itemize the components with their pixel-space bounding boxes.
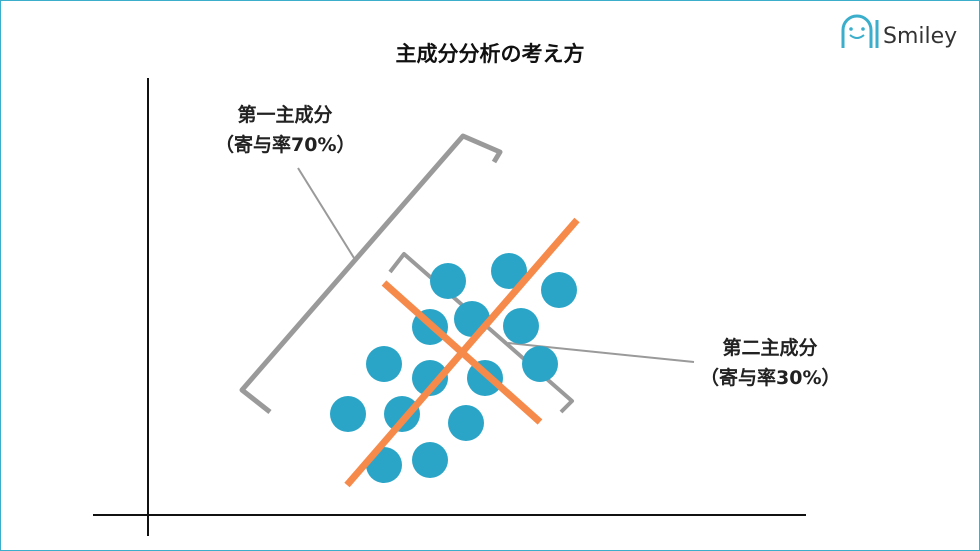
logo: Smiley [840,14,957,50]
pc1-ratio: （寄与率70%） [215,134,356,156]
data-point [330,396,366,432]
pc1-bracket [239,133,503,414]
data-point [522,346,558,382]
data-point [430,263,466,299]
data-point [366,346,402,382]
data-point [384,396,420,432]
logo-text: Smiley [883,24,958,49]
data-point [412,360,448,396]
pc1-leader-line [297,167,355,259]
data-point [503,308,539,344]
pc2-axis-line [381,280,543,425]
pc1-name: 第一主成分 [237,104,333,126]
data-point [491,253,527,289]
pc2-name: 第二主成分 [722,337,818,359]
smiley-logo-icon [841,14,879,48]
data-point [541,272,577,308]
page-title: 主成分分析の考え方 [395,42,585,66]
pc2-label: 第二主成分 （寄与率30%） [700,333,840,393]
data-point [412,442,448,478]
pc2-ratio: （寄与率30%） [700,367,841,389]
data-point [448,405,484,441]
pc1-label: 第一主成分 （寄与率70%） [215,100,355,160]
